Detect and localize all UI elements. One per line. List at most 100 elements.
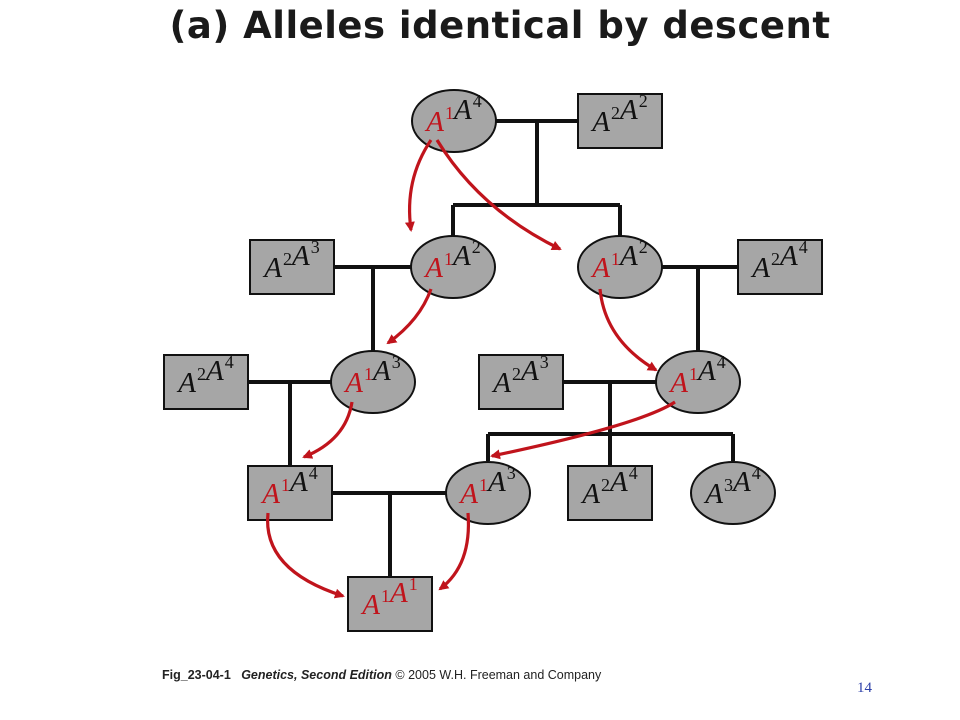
allele-superscript: 1 [381,586,390,606]
inheritance-arrow [598,288,658,372]
allele-superscript: 1 [281,475,290,495]
allele-superscript: 4 [225,352,234,372]
female-circle [690,461,776,525]
allele-superscript: 1 [479,475,488,495]
genotype-label: A1A2 [423,237,480,284]
individual-female-g2-female-left: A1A2 [410,235,496,299]
male-square [577,93,663,149]
allele-base: A [590,106,610,138]
genotype-label: A2A3 [491,352,548,399]
individual-female-g1-female: A1A4 [411,89,497,153]
pedigree-lines [248,119,738,577]
individual-male-g4-male: A1A4 [247,463,333,521]
allele-base: A [668,367,688,399]
allele-superscript: 3 [507,463,516,483]
allele-base: A [519,355,539,387]
allele-superscript: 1 [611,249,620,269]
allele-base: A [176,367,196,399]
genotype-label: A3A4 [703,463,760,510]
male-square [737,239,823,295]
genotype-label: A1A2 [590,237,647,284]
allele-base: A [343,367,363,399]
male-square [567,465,653,521]
allele-base: A [260,478,280,510]
allele-superscript: 4 [473,91,482,111]
inheritance-arrow [266,512,345,599]
individual-male-g3-spouse-left: A2A4 [163,352,249,410]
inheritance-arrow [386,288,433,345]
caption-fig-id: Fig_23-04-1 [162,668,231,682]
allele-base: A [618,240,638,272]
allele-superscript: 2 [771,249,780,269]
allele-base: A [424,106,444,138]
allele-superscript: 3 [311,237,320,257]
inheritance-arrow [302,401,354,459]
allele-superscript: 4 [717,352,726,372]
genotype-label: A1A4 [260,463,317,510]
allele-base: A [262,252,282,284]
allele-base: A [731,466,751,498]
individual-female-g3-female-left: A1A3 [330,350,416,414]
genotype-label: A1A1 [360,574,417,621]
genotype-label: A1A4 [424,91,481,138]
genotype-label: A1A3 [458,463,515,510]
male-square [163,354,249,410]
female-circle [410,235,496,299]
individual-female-g2-female-right: A1A2 [577,235,663,299]
pedigree-nodes: A1A4A2A2A2A3A1A2A1A2A2A4A2A4A1A3A2A3A1A4… [163,89,823,632]
allele-base: A [204,355,224,387]
male-square [478,354,564,410]
female-circle [330,350,416,414]
inheritance-arrow [404,139,433,232]
allele-superscript: 2 [512,364,521,384]
caption-book: Genetics, Second Edition [241,668,392,682]
allele-base: A [360,589,380,621]
individual-male-g5-child: A1A1 [347,574,433,632]
page-number: 14 [857,680,872,696]
inheritance-arrow [490,400,676,460]
male-square [247,465,333,521]
allele-base: A [778,240,798,272]
allele-base: A [491,367,511,399]
individual-female-g4-female: A1A3 [445,461,531,525]
allele-superscript: 2 [197,364,206,384]
allele-superscript: 1 [445,103,454,123]
genotype-label: A1A4 [668,352,725,399]
allele-superscript: 3 [392,352,401,372]
allele-superscript: 1 [689,364,698,384]
female-circle [411,89,497,153]
allele-base: A [608,466,628,498]
allele-base: A [451,240,471,272]
female-circle [445,461,531,525]
female-circle [655,350,741,414]
genotype-label: A2A2 [590,91,647,138]
allele-base: A [452,94,472,126]
inheritance-arrow [438,512,471,591]
allele-superscript: 4 [309,463,318,483]
allele-superscript: 1 [444,249,453,269]
genotype-label: A2A3 [262,237,319,284]
individual-male-g3-spouse-right: A2A3 [478,352,564,410]
allele-superscript: 2 [283,249,292,269]
allele-base: A [486,466,506,498]
allele-base: A [590,252,610,284]
allele-superscript: 4 [799,237,808,257]
page-title: (a) Alleles identical by descent [169,4,831,47]
allele-base: A [750,252,770,284]
inheritance-arrows [266,139,676,599]
allele-base: A [290,240,310,272]
individual-male-g2-spouse-right: A2A4 [737,237,823,295]
female-circle [577,235,663,299]
allele-superscript: 1 [364,364,373,384]
allele-superscript: 3 [540,352,549,372]
allele-superscript: 4 [629,463,638,483]
allele-base: A [458,478,478,510]
male-square [249,239,335,295]
individual-male-g4-sib-male: A2A4 [567,463,653,521]
figure-caption: Fig_23-04-1 Genetics, Second Edition © 2… [162,668,601,682]
genotype-label: A1A3 [343,352,400,399]
genotype-label: A2A4 [580,463,637,510]
allele-superscript: 3 [724,475,733,495]
genotype-label: A2A4 [176,352,233,399]
